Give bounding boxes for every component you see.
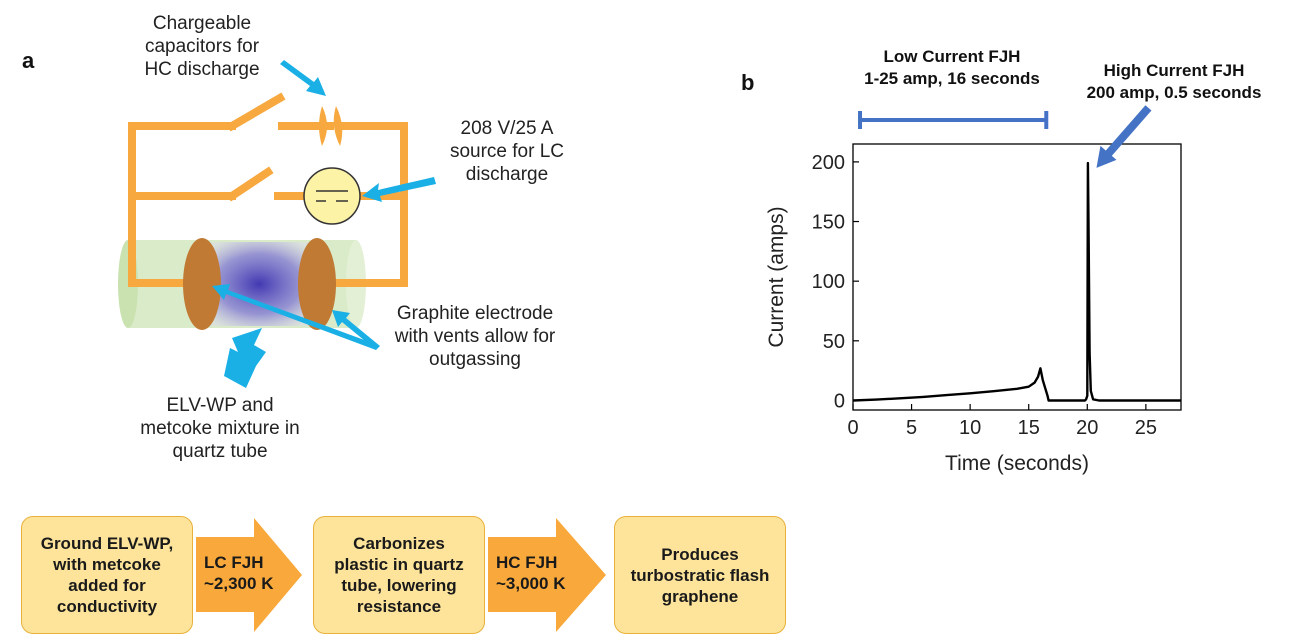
panel-b-letter: b (741, 70, 755, 95)
panel-a-letter: a (22, 48, 35, 73)
x-tick-label: 20 (1076, 417, 1098, 439)
source-arrow-icon (362, 177, 436, 202)
right-electrode (298, 238, 336, 330)
y-axis-label: Current (amps) (765, 206, 788, 347)
low-current-label: Low Current FJH 1-25 amp, 16 seconds (864, 47, 1040, 88)
capacitor-arrow-icon (280, 60, 326, 96)
flow-arrow-1-label: LC FJH ~2,300 K (204, 553, 274, 593)
x-tick-label: 10 (959, 417, 981, 439)
flow-arrow-2-icon (488, 518, 606, 632)
y-tick-label: 150 (812, 212, 845, 234)
flow-arrow-1-icon (196, 518, 302, 632)
left-electrode (183, 238, 221, 330)
electrode-label: Graphite electrode with vents allow for … (394, 303, 556, 370)
plot-frame (852, 143, 1182, 411)
y-tick-label: 50 (823, 331, 845, 353)
capacitor-label: Chargeable capacitors for HC discharge (144, 13, 260, 80)
source-symbol (303, 167, 361, 225)
flow-arrow-2-label: HC FJH ~3,000 K (496, 553, 566, 593)
current-series-line (852, 161, 1181, 402)
flow-box-2: Carbonizes plastic in quartz tube, lower… (313, 516, 485, 634)
annotation-arrows (212, 60, 436, 388)
x-tick-label: 5 (906, 417, 917, 439)
y-tick-label: 100 (812, 271, 845, 293)
y-tick-label: 0 (834, 390, 845, 412)
high-current-label: High Current FJH 200 amp, 0.5 seconds (1086, 61, 1262, 102)
high-current-arrow-icon (1103, 105, 1152, 159)
flow-box-1: Ground ELV-WP, with metcoke added for co… (21, 516, 193, 634)
electrode-arrow-left-icon (212, 284, 378, 350)
source-label: 208 V/25 A source for LC discharge (449, 118, 565, 185)
y-tick-label: 200 (812, 152, 845, 174)
x-tick-label: 25 (1135, 417, 1157, 439)
high-current-arrowhead-icon (1096, 145, 1117, 168)
circuit-diagram (118, 60, 436, 388)
flow-box-3: Produces turbostratic flash graphene (614, 516, 786, 634)
mixture-label: ELV-WP and metcoke mixture in quartz tub… (140, 395, 300, 462)
x-tick-label: 0 (847, 417, 858, 439)
capacitor-symbol (319, 106, 343, 146)
flow-arrows (196, 518, 606, 632)
x-tick-label: 15 (1018, 417, 1040, 439)
electrode-arrow-right-icon (332, 310, 380, 350)
mixture-arrow-icon (224, 328, 266, 388)
x-axis-label: Time (seconds) (945, 452, 1089, 475)
